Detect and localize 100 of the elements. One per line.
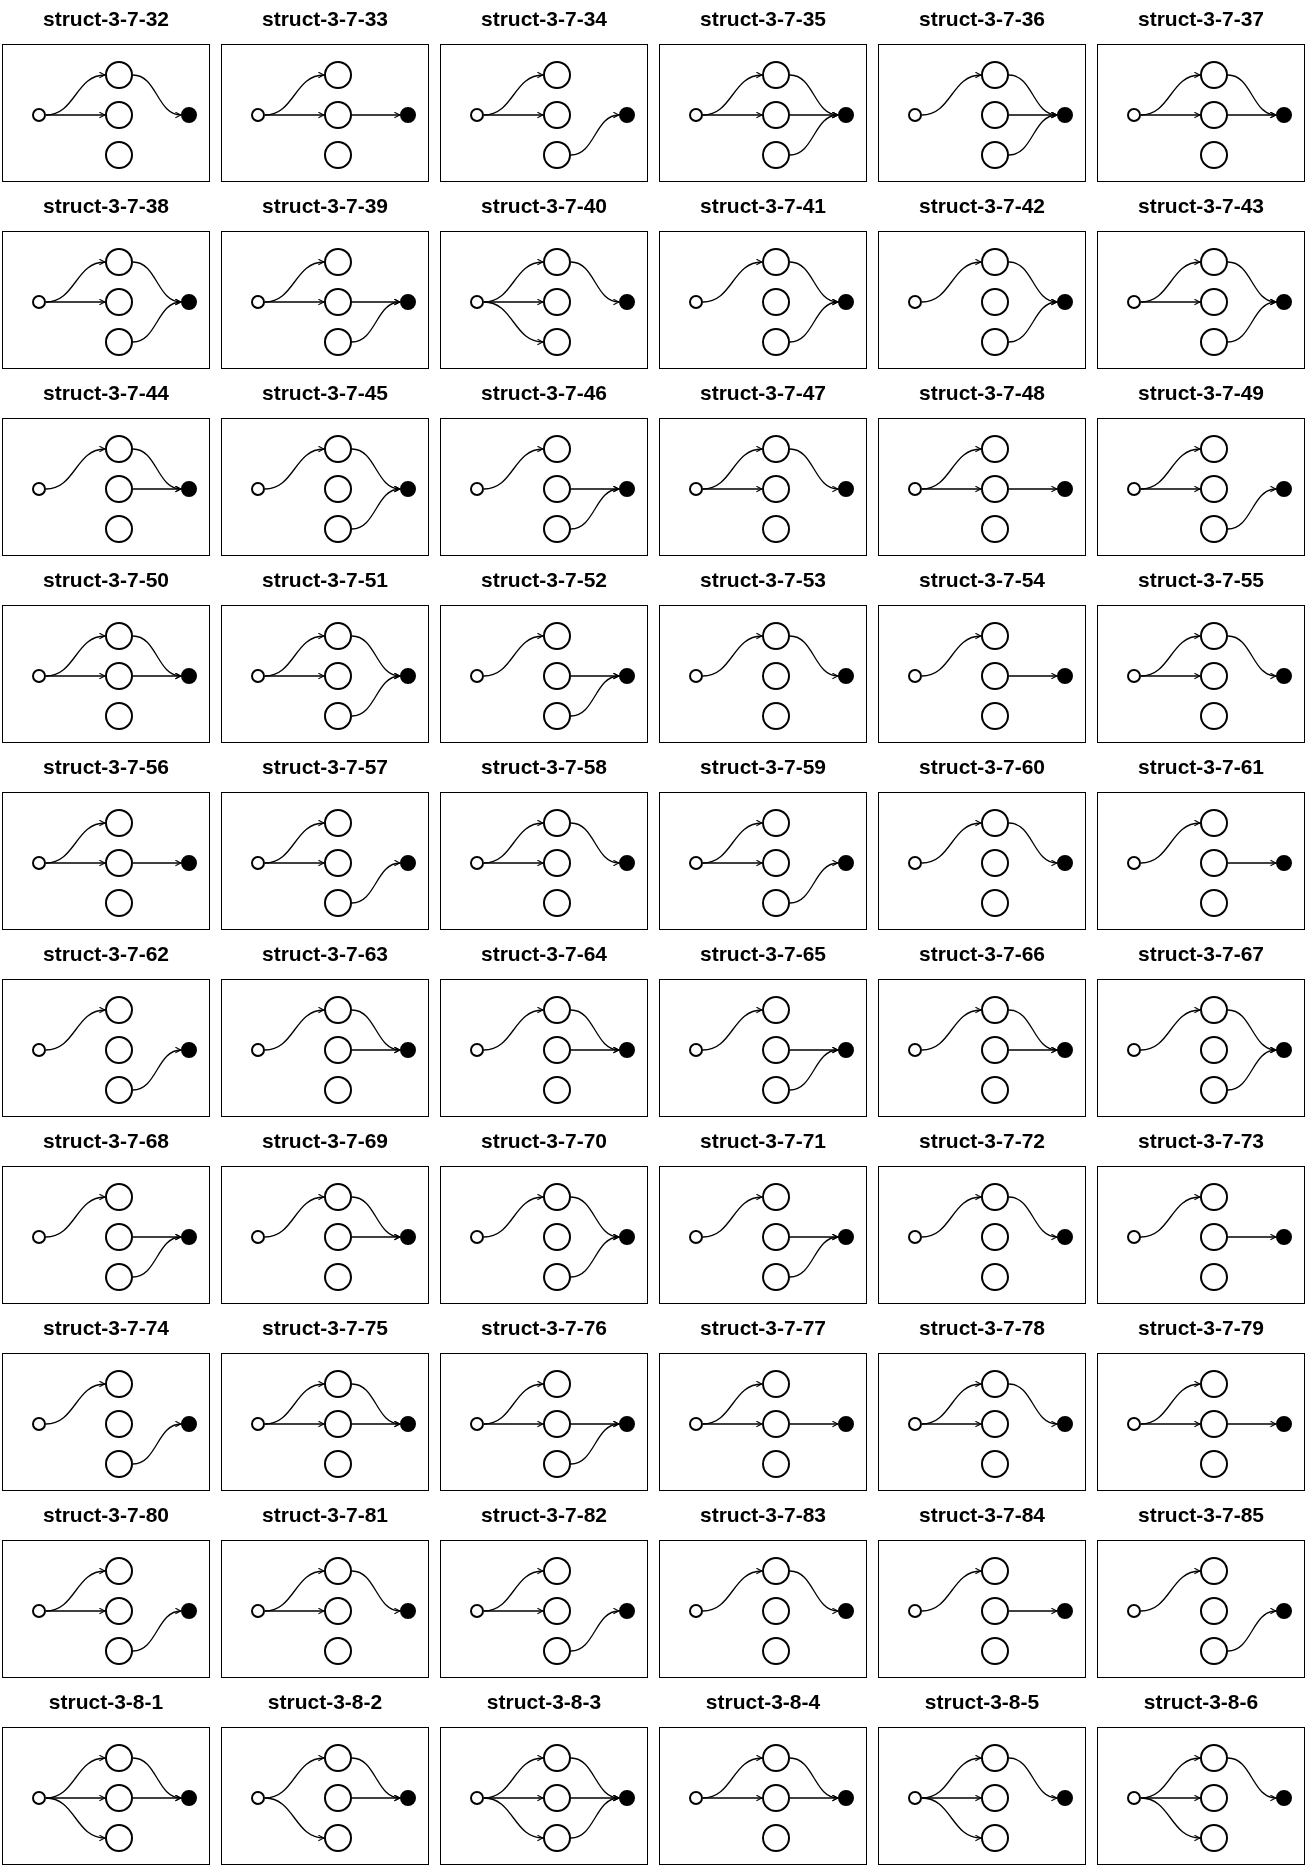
state-circle — [543, 288, 571, 316]
arrow — [45, 1794, 106, 1802]
state-circle — [543, 435, 571, 463]
panel-title: struct-3-7-79 — [1136, 1315, 1265, 1341]
state-circle — [543, 1410, 571, 1438]
panel-title: struct-3-7-41 — [698, 193, 827, 219]
state-circle — [324, 475, 352, 503]
end-circle — [838, 1416, 854, 1432]
state-circle — [105, 1597, 133, 1625]
state-circle — [543, 889, 571, 917]
panel-title: struct-3-7-44 — [41, 380, 170, 406]
end-circle — [1057, 1603, 1073, 1619]
state-circle — [105, 141, 133, 169]
state-circle — [981, 101, 1009, 129]
start-circle — [908, 108, 922, 122]
state-circle — [1200, 662, 1228, 690]
start-circle — [689, 108, 703, 122]
start-circle — [251, 1791, 265, 1805]
arrow — [351, 486, 401, 530]
arrow — [132, 261, 182, 305]
panel-title: struct-3-7-46 — [479, 380, 608, 406]
state-circle — [543, 1744, 571, 1772]
end-circle — [619, 294, 635, 310]
state-circle — [324, 1557, 352, 1585]
end-circle — [181, 1416, 197, 1432]
state-circle — [981, 435, 1009, 463]
panel-title: struct-3-7-56 — [41, 754, 170, 780]
end-circle — [1276, 1229, 1292, 1245]
state-circle — [543, 515, 571, 543]
end-circle — [1276, 1790, 1292, 1806]
arrow — [45, 446, 106, 490]
end-circle — [1057, 1416, 1073, 1432]
state-circle — [1200, 1637, 1228, 1665]
state-circle — [762, 435, 790, 463]
panel-title: struct-3-7-53 — [698, 567, 827, 593]
state-circle — [543, 475, 571, 503]
start-circle — [32, 108, 46, 122]
state-circle — [105, 288, 133, 316]
arrow — [1140, 672, 1201, 680]
state-circle — [324, 889, 352, 917]
panel-title: struct-3-8-3 — [485, 1689, 603, 1715]
arrow — [1140, 1568, 1201, 1612]
arrow — [702, 259, 763, 303]
state-circle — [105, 849, 133, 877]
state-circle — [324, 1744, 352, 1772]
state-circle — [1200, 288, 1228, 316]
arrow — [483, 1420, 544, 1428]
arrow — [1227, 261, 1277, 305]
state-circle — [762, 889, 790, 917]
panel-title: struct-3-7-50 — [41, 567, 170, 593]
state-circle — [1200, 1036, 1228, 1064]
arrow — [264, 1755, 325, 1799]
state-circle — [981, 515, 1009, 543]
arrow — [351, 448, 401, 492]
panel-title: struct-3-7-58 — [479, 754, 608, 780]
arrow — [264, 1194, 325, 1238]
start-circle — [908, 1417, 922, 1431]
state-circle — [981, 1824, 1009, 1852]
state-circle — [1200, 1784, 1228, 1812]
end-circle — [1057, 1790, 1073, 1806]
arrow — [570, 1421, 620, 1465]
end-circle — [838, 1229, 854, 1245]
panel-title: struct-3-7-32 — [41, 6, 170, 32]
state-circle — [105, 1370, 133, 1398]
state-circle — [324, 1784, 352, 1812]
end-circle — [400, 1416, 416, 1432]
state-circle — [105, 248, 133, 276]
start-circle — [1127, 295, 1141, 309]
arrow — [702, 1007, 763, 1051]
arrow — [702, 1420, 763, 1428]
arrow — [264, 1420, 325, 1428]
state-circle — [105, 515, 133, 543]
state-circle — [105, 1744, 133, 1772]
arrow — [789, 1570, 839, 1614]
arrow — [570, 1420, 620, 1428]
start-circle — [908, 1043, 922, 1057]
start-circle — [470, 295, 484, 309]
arrow — [483, 1794, 544, 1802]
start-circle — [32, 482, 46, 496]
start-circle — [251, 108, 265, 122]
arrow — [351, 1794, 401, 1802]
state-circle — [762, 1557, 790, 1585]
state-circle — [543, 328, 571, 356]
arrow — [789, 112, 839, 156]
arrow — [921, 633, 982, 677]
end-circle — [1057, 855, 1073, 871]
panel-title: struct-3-7-57 — [260, 754, 389, 780]
panel-title: struct-3-7-83 — [698, 1502, 827, 1528]
panel-title: struct-3-7-66 — [917, 941, 1046, 967]
state-circle — [105, 996, 133, 1024]
state-circle — [762, 288, 790, 316]
state-circle — [543, 1450, 571, 1478]
arrow — [483, 111, 544, 119]
arrow — [789, 860, 839, 904]
panel-title: struct-3-7-40 — [479, 193, 608, 219]
state-circle — [1200, 141, 1228, 169]
arrow — [264, 672, 325, 680]
start-circle — [251, 1043, 265, 1057]
state-circle — [1200, 1450, 1228, 1478]
state-circle — [981, 1784, 1009, 1812]
